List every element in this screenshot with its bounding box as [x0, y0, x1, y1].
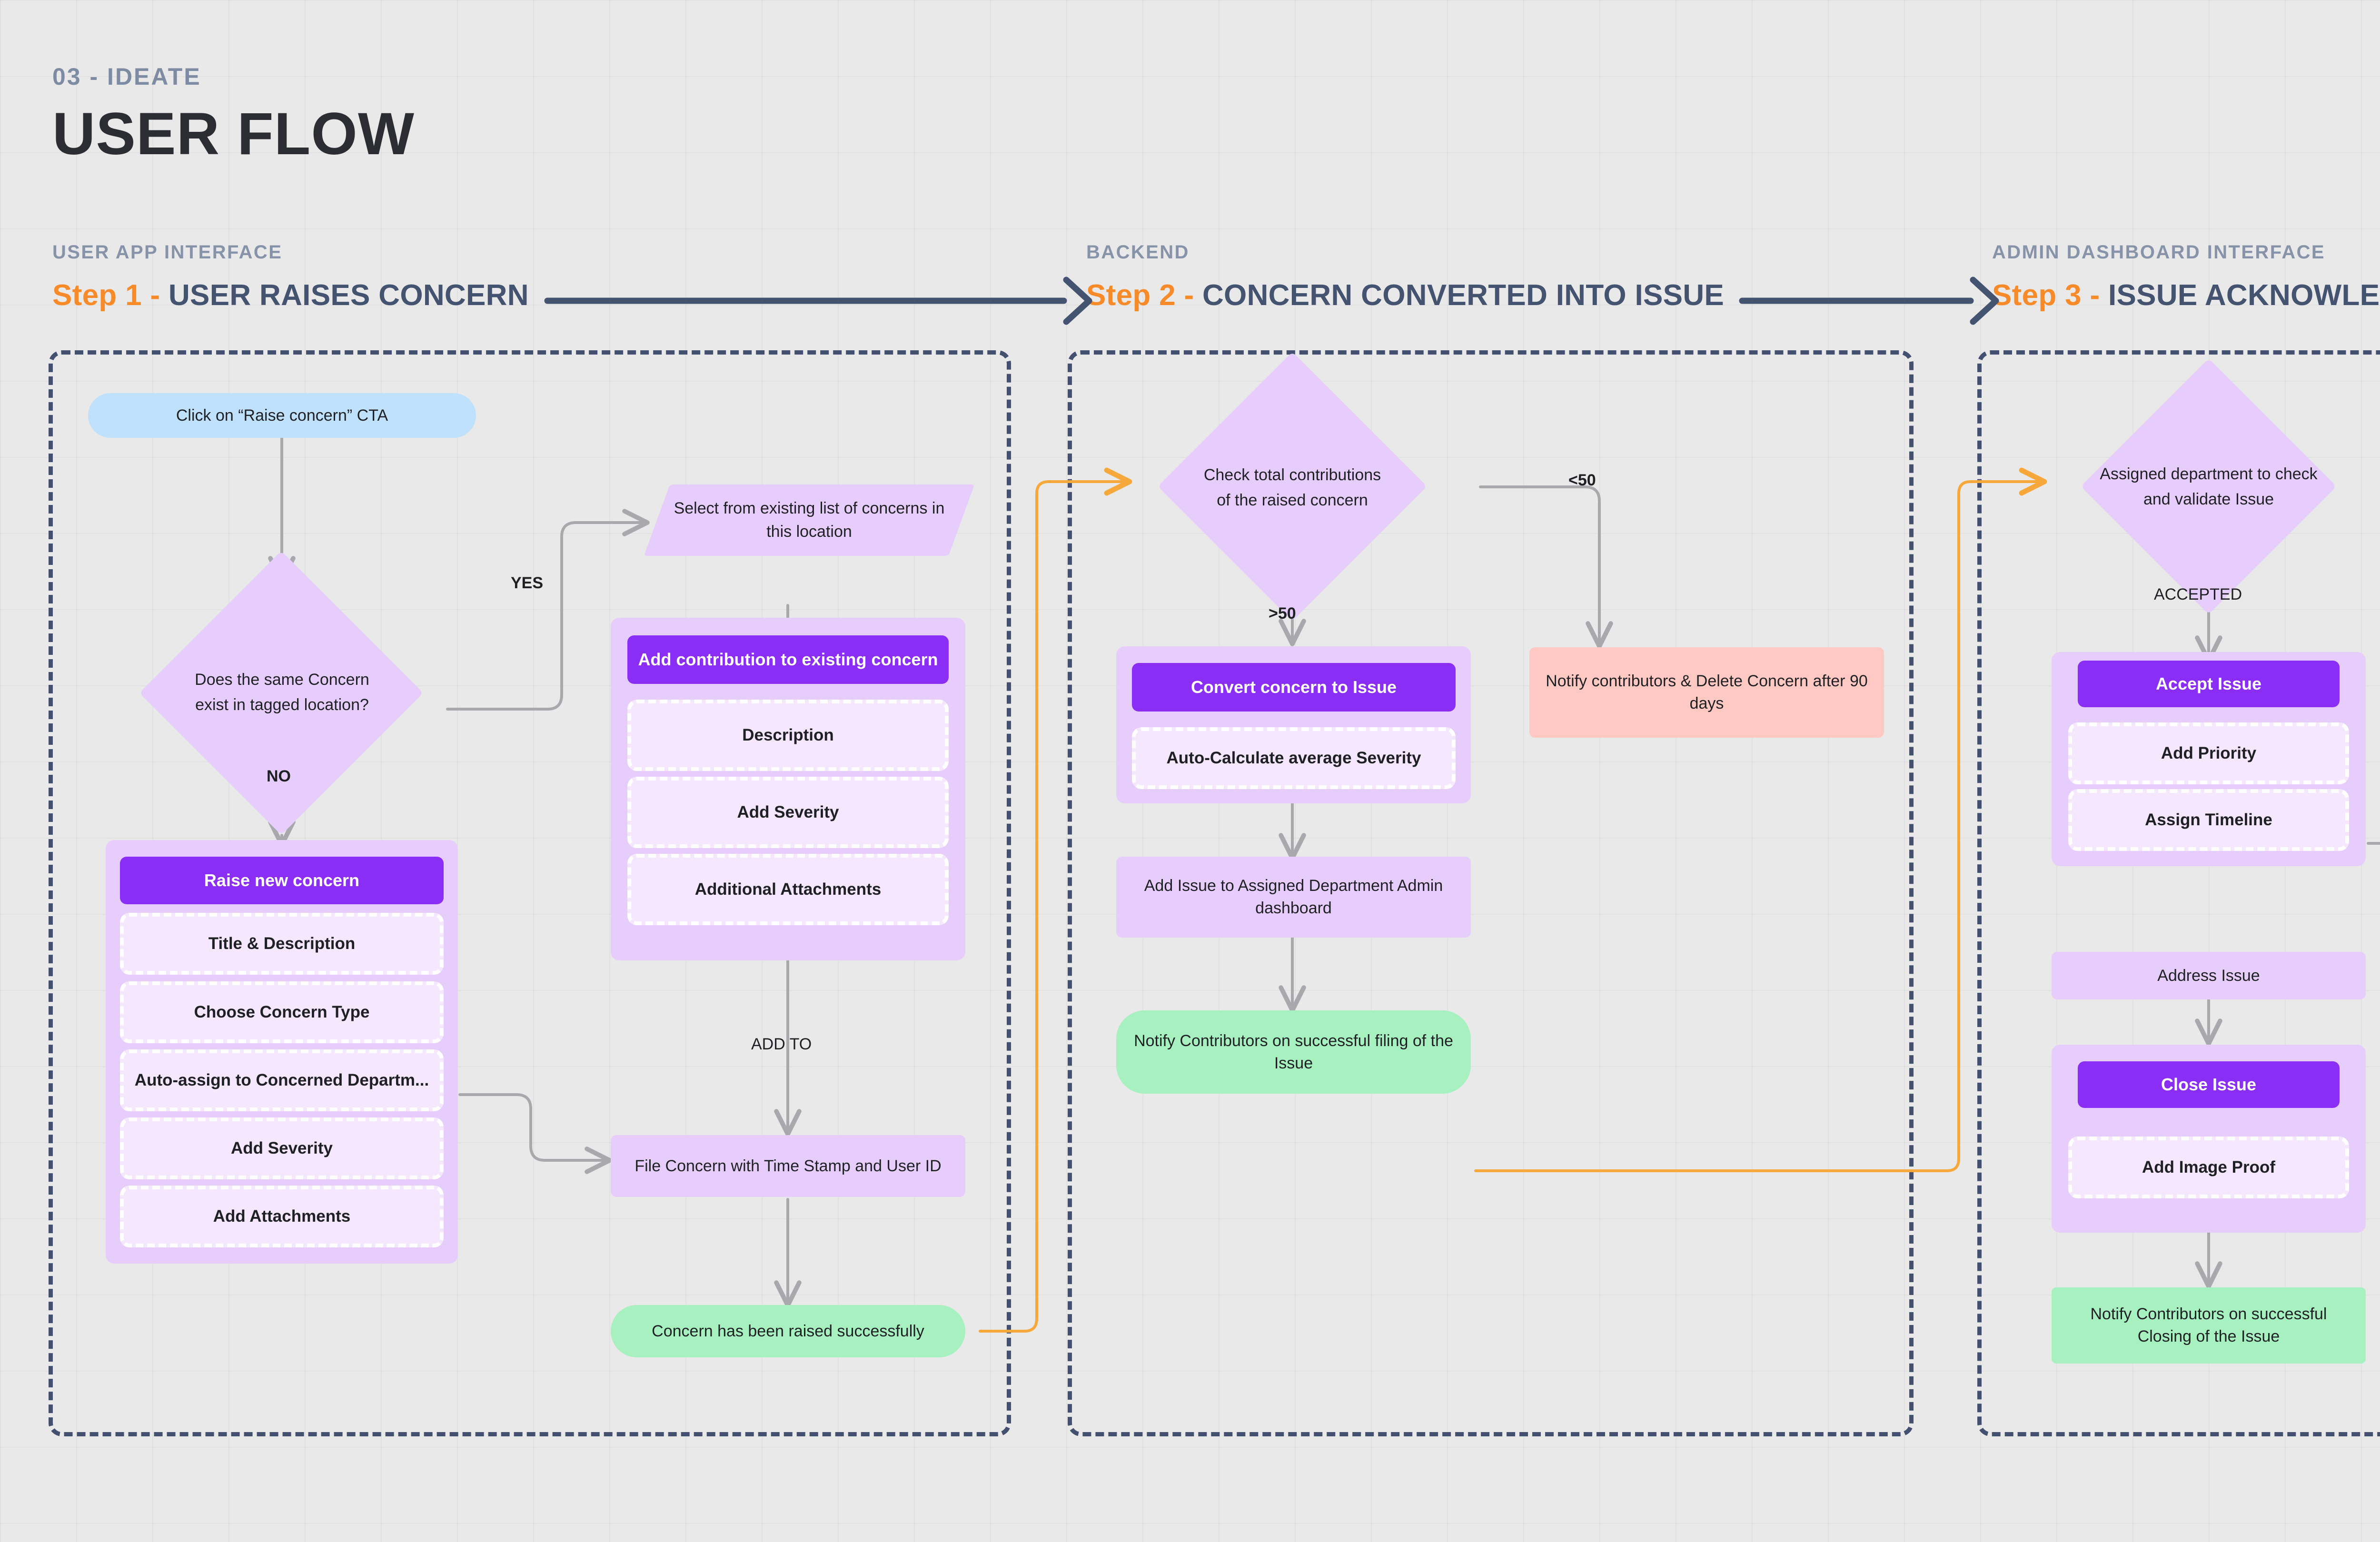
edge-label-greater-than-50: >50 [1269, 604, 1296, 623]
node-select-existing-concerns-label: Select from existing list of concerns in… [674, 499, 945, 541]
lane-label-backend: BACKEND [1086, 242, 1190, 263]
edge-label-no: NO [267, 767, 291, 785]
node-assign-timeline[interactable]: Assign Timeline [2068, 789, 2349, 851]
node-contribution-additional-attachments[interactable]: Additional Attachments [627, 854, 949, 925]
lane-label-user-app: USER APP INTERFACE [52, 242, 283, 263]
node-address-issue[interactable]: Address Issue [2052, 952, 2366, 999]
node-file-concern-timestamp[interactable]: File Concern with Time Stamp and User ID [611, 1135, 965, 1197]
step-1-number: Step 1 - [52, 279, 160, 312]
node-contribution-add-severity[interactable]: Add Severity [627, 777, 949, 848]
node-add-contribution-title[interactable]: Add contribution to existing concern [627, 635, 949, 684]
step-2-number: Step 2 - [1086, 279, 1194, 312]
node-add-issue-admin-dashboard[interactable]: Add Issue to Assigned Department Admin d… [1116, 857, 1471, 938]
edge-label-less-than-50: <50 [1568, 471, 1596, 489]
step-3-number: Step 3 - [1992, 279, 2100, 312]
step-1-title: USER RAISES CONCERN [168, 279, 529, 312]
node-raise-new-concern-title[interactable]: Raise new concern [120, 857, 444, 904]
node-notify-successful-closing[interactable]: Notify Contributors on successful Closin… [2052, 1287, 2366, 1364]
node-new-concern-add-attachments[interactable]: Add Attachments [120, 1186, 444, 1247]
step-2-title: CONCERN CONVERTED INTO ISSUE [1202, 279, 1725, 312]
node-notify-delete-concern[interactable]: Notify contributors & Delete Concern aft… [1529, 647, 1884, 738]
lane-label-admin: ADMIN DASHBOARD INTERFACE [1992, 242, 2325, 263]
edge-label-accepted: ACCEPTED [2154, 585, 2242, 603]
decision-check-contributions-label: Check total contributions of the raised … [1203, 466, 1381, 509]
page-kicker: 03 - IDEATE [52, 63, 201, 90]
step-3-heading: Step 3 - ISSUE ACKNOWLEDGED BY ADMIN [1992, 278, 2380, 312]
node-add-priority[interactable]: Add Priority [2068, 722, 2349, 784]
node-click-raise-concern-cta[interactable]: Click on “Raise concern” CTA [88, 393, 476, 438]
decision-same-concern-exists-label: Does the same Concern exist in tagged lo… [195, 671, 369, 714]
node-choose-concern-type[interactable]: Choose Concern Type [120, 981, 444, 1043]
page-title: USER FLOW [52, 101, 415, 167]
node-contribution-description[interactable]: Description [627, 700, 949, 771]
step-1-heading: Step 1 - USER RAISES CONCERN [52, 278, 529, 312]
node-auto-assign-department[interactable]: Auto-assign to Concerned Departm... [120, 1049, 444, 1111]
decision-assigned-department-validate-label: Assigned department to check and validat… [2100, 465, 2318, 508]
node-auto-calculate-severity[interactable]: Auto-Calculate average Severity [1132, 727, 1456, 789]
node-add-image-proof[interactable]: Add Image Proof [2068, 1137, 2349, 1198]
step-2-heading: Step 2 - CONCERN CONVERTED INTO ISSUE [1086, 278, 1724, 312]
node-convert-concern-to-issue[interactable]: Convert concern to Issue [1132, 663, 1456, 712]
edge-label-add-to: ADD TO [751, 1035, 812, 1053]
node-new-concern-add-severity[interactable]: Add Severity [120, 1117, 444, 1179]
node-accept-issue-title[interactable]: Accept Issue [2078, 661, 2340, 707]
edge-label-yes: YES [511, 574, 544, 592]
node-title-and-description[interactable]: Title & Description [120, 913, 444, 975]
step-3-title: ISSUE ACKNOWLEDGED BY ADMIN [2108, 279, 2380, 312]
node-concern-raised-success[interactable]: Concern has been raised successfully [611, 1305, 965, 1357]
node-close-issue-title[interactable]: Close Issue [2078, 1061, 2340, 1108]
node-notify-successful-filing[interactable]: Notify Contributors on successful filing… [1116, 1010, 1471, 1094]
